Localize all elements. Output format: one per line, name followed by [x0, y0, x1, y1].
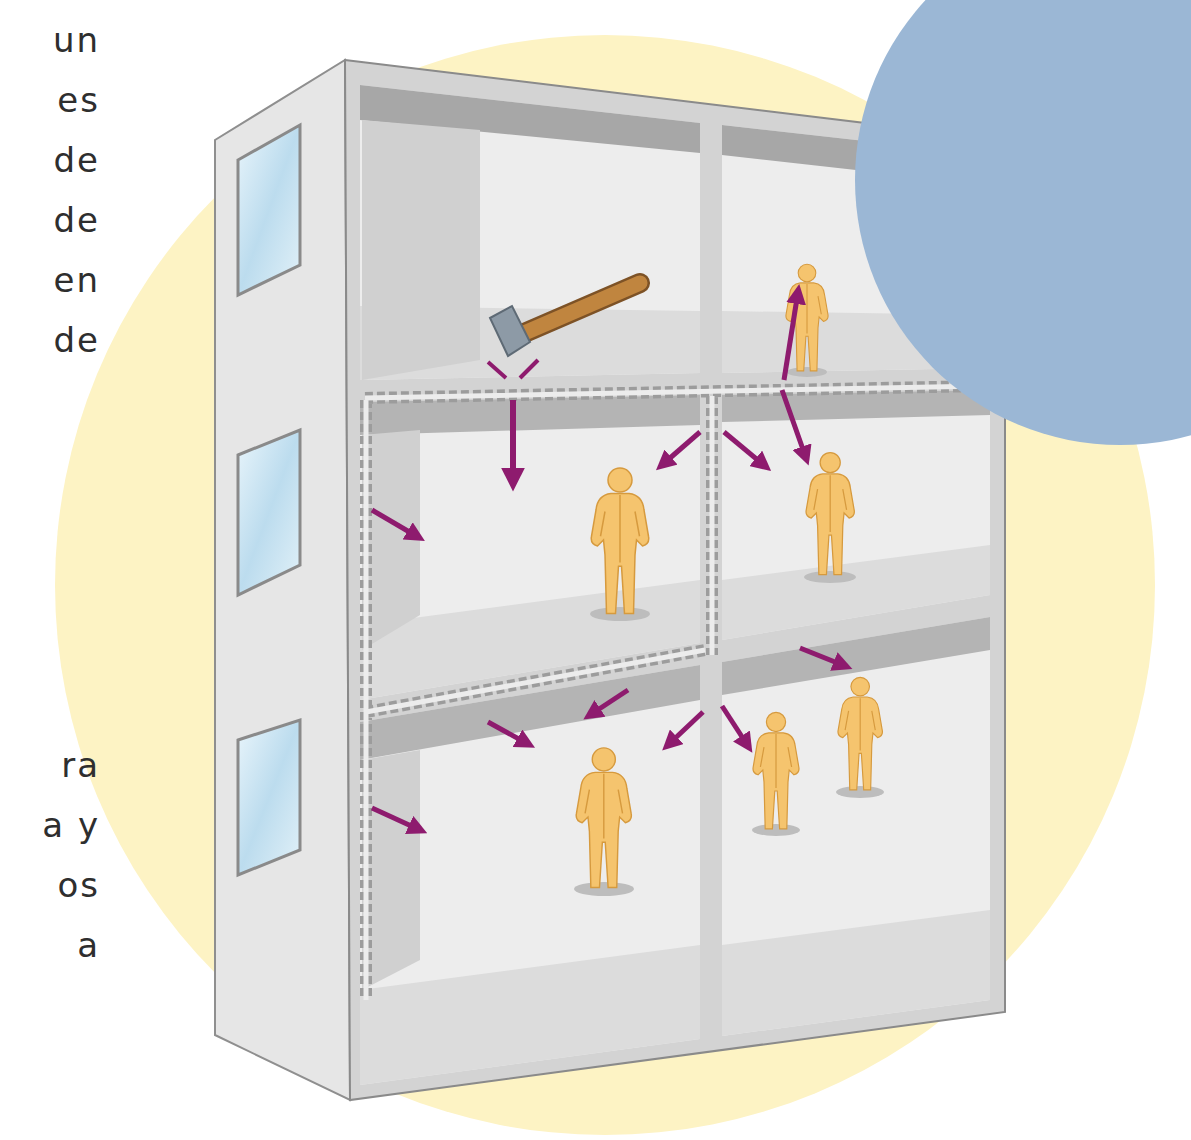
shadow	[752, 824, 800, 836]
text-fragment: de	[0, 198, 100, 242]
impact-mark	[488, 362, 506, 378]
sound-arrow	[488, 722, 528, 744]
shadow	[804, 571, 856, 583]
ceiling	[360, 665, 700, 760]
hammer-head	[490, 306, 530, 356]
sound-arrow	[668, 712, 703, 745]
transmission-path	[365, 386, 985, 1000]
decor-circle	[855, 0, 1191, 445]
person	[753, 712, 799, 828]
text-fragment: un	[0, 18, 100, 62]
text-fragment: ra	[0, 743, 100, 787]
floor	[722, 910, 990, 1036]
room	[722, 617, 990, 1036]
text-fragment: es	[0, 78, 100, 122]
person	[591, 468, 649, 614]
sound-arrow	[722, 706, 748, 746]
sound-arrows	[372, 292, 845, 830]
sound-arrow	[590, 690, 628, 715]
ceiling	[360, 395, 700, 435]
sound-arrow	[800, 648, 845, 666]
text-fragment: de	[0, 138, 100, 182]
text-fragment: en	[0, 258, 100, 302]
window	[238, 720, 300, 875]
text-fragment: a y	[0, 803, 100, 847]
person	[806, 453, 854, 575]
person	[838, 677, 882, 790]
shadow	[574, 882, 634, 896]
impact-mark	[520, 360, 538, 378]
room	[722, 390, 990, 640]
room	[360, 85, 700, 380]
hammer-handle-outline	[522, 283, 640, 334]
sound-arrow	[372, 808, 420, 830]
sound-arrow	[662, 432, 700, 465]
floor	[360, 945, 700, 1085]
sound-arrow	[510, 400, 516, 482]
side-wall	[215, 60, 350, 1100]
text-fragment: os	[0, 863, 100, 907]
sound-arrow	[784, 292, 798, 380]
shadow	[590, 607, 650, 621]
sound-arrow	[372, 510, 418, 537]
window	[238, 430, 300, 595]
transmission-path-core	[365, 386, 985, 1000]
shadow	[836, 786, 884, 798]
window	[238, 125, 300, 295]
shadow	[787, 367, 827, 377]
hammer-handle	[522, 283, 640, 334]
sound-arrow	[782, 390, 806, 458]
room	[360, 665, 700, 1085]
text-fragment: a	[0, 923, 100, 967]
transmission-path	[365, 386, 985, 1000]
text-fragment: de	[0, 318, 100, 362]
person	[576, 748, 631, 888]
sound-arrow	[724, 432, 765, 466]
side-wall-shade	[362, 120, 480, 380]
